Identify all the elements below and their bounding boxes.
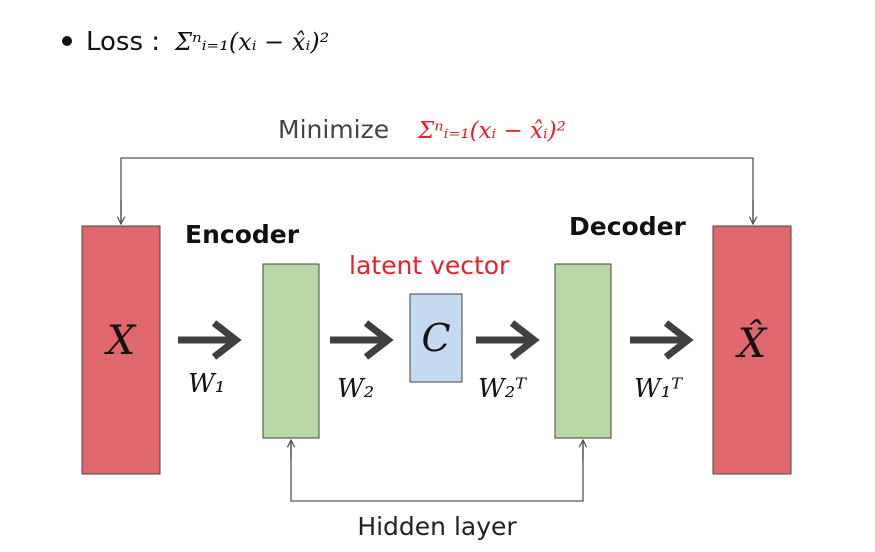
arrow-x-to-encoder — [178, 320, 242, 360]
decoder-hidden-box — [554, 263, 612, 439]
weight-w1: W₁ — [188, 369, 225, 399]
loss-label: Loss : — [86, 27, 160, 57]
encoder-label: Encoder — [185, 220, 300, 249]
latent-symbol: C — [421, 316, 450, 360]
loss-formula: Σⁿᵢ₌₁(xᵢ − x̂ᵢ)² — [174, 28, 329, 56]
bullet-dot — [62, 36, 72, 46]
arrow-encoder-to-latent — [330, 320, 394, 360]
latent-label: latent vector — [349, 251, 510, 280]
weight-w1-transpose: W₁ᵀ — [634, 374, 683, 404]
weight-w2: W₂ — [337, 374, 374, 404]
input-symbol: X — [104, 318, 137, 364]
encoder-hidden-box — [262, 263, 320, 439]
minimize-formula: Σⁿᵢ₌₁(xᵢ − x̂ᵢ)² — [417, 118, 566, 144]
arrow-latent-to-decoder — [476, 320, 540, 360]
decoder-label: Decoder — [569, 212, 687, 241]
output-symbol: X̂ — [735, 321, 768, 367]
arrow-decoder-to-output — [630, 320, 694, 360]
weight-w2-transpose: W₂ᵀ — [478, 374, 527, 404]
hidden-layer-label: Hidden layer — [357, 512, 517, 541]
minimize-loop-line — [120, 157, 754, 224]
latent-box — [409, 293, 463, 383]
output-box — [712, 225, 792, 475]
input-box — [81, 225, 161, 475]
hidden-layer-connector — [290, 440, 584, 502]
minimize-label: Minimize — [278, 115, 389, 144]
